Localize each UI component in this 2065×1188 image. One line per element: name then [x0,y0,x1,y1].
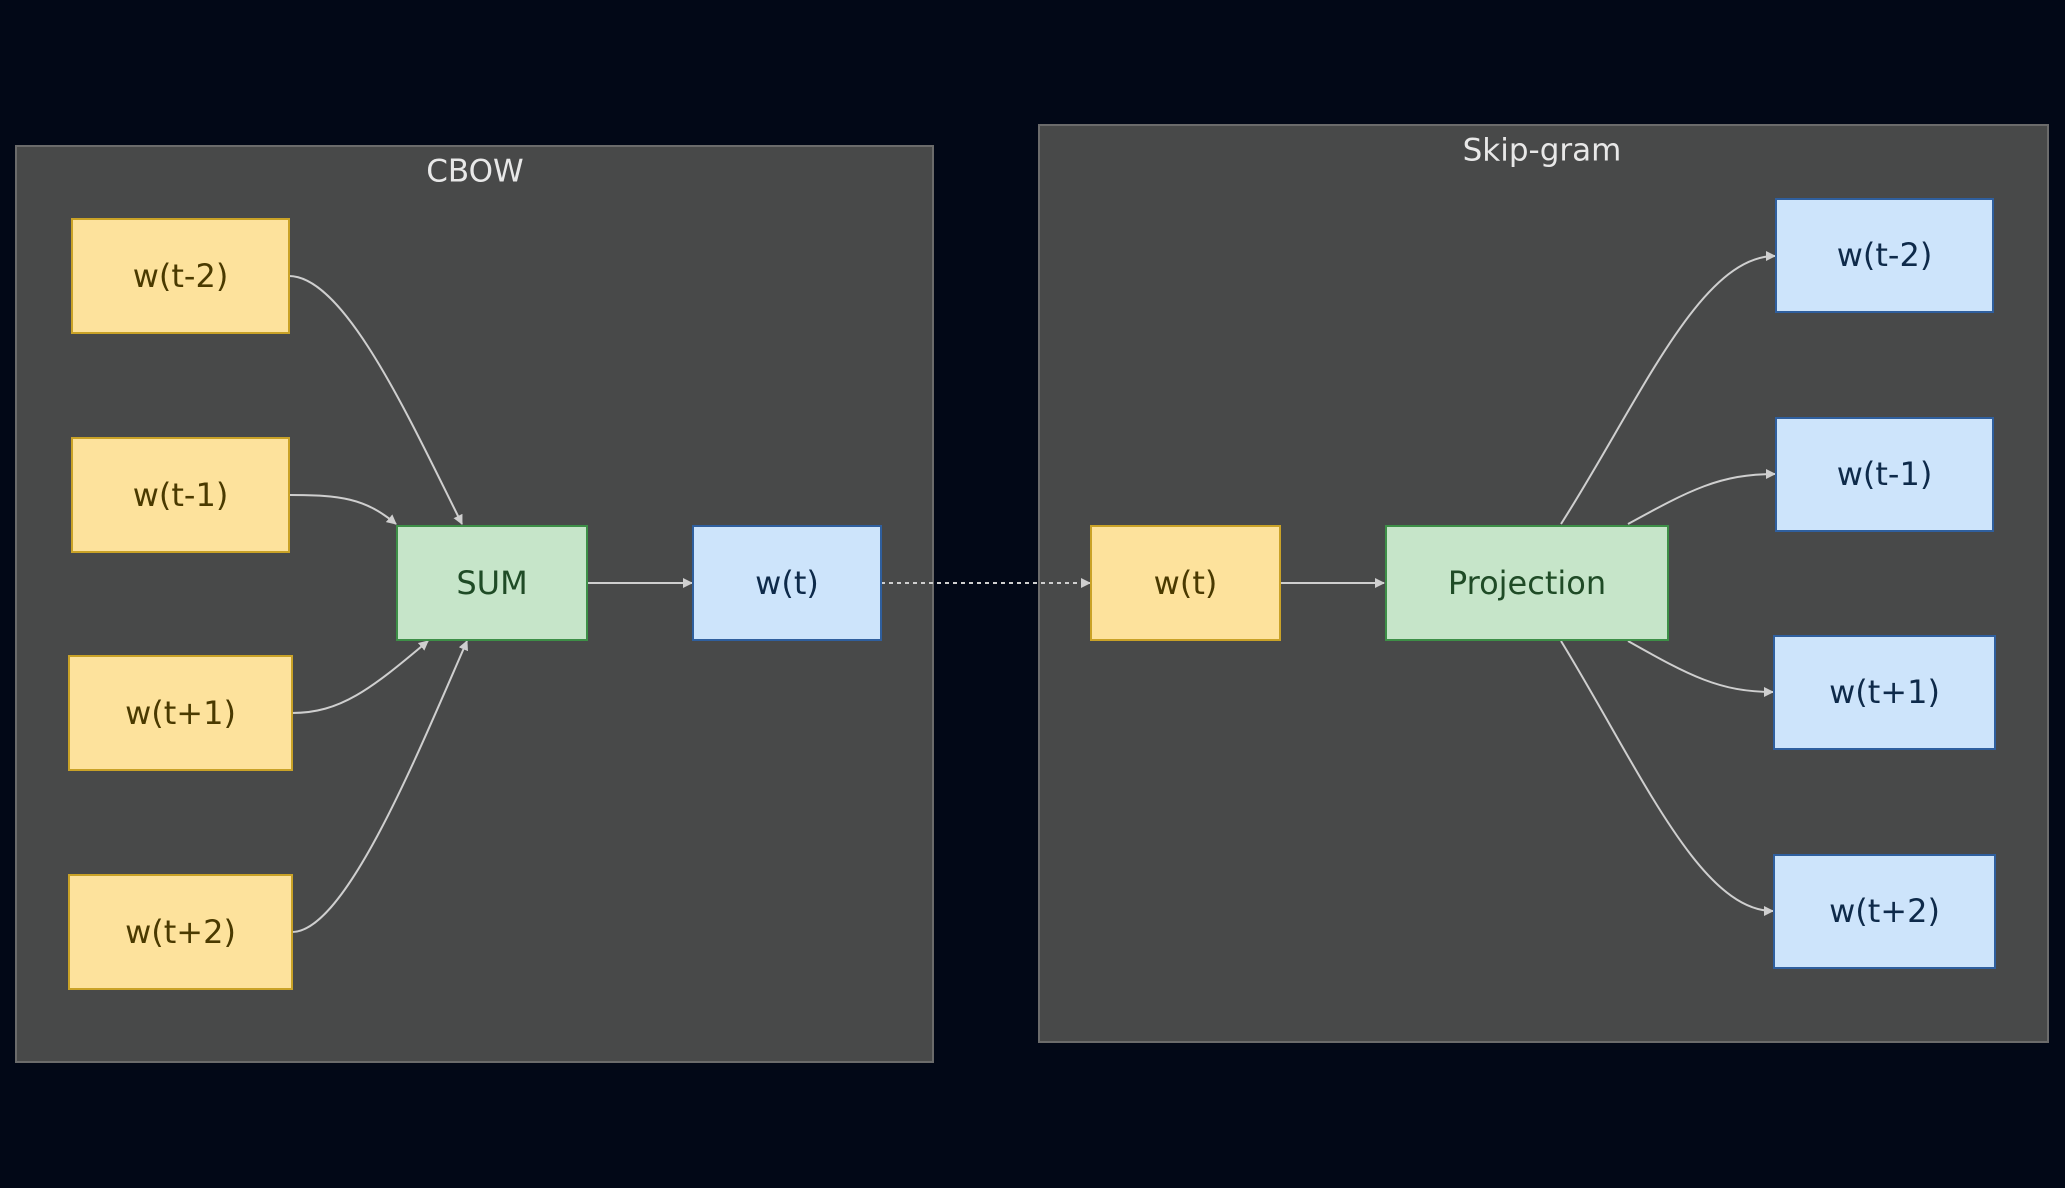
svg-text:w(t): w(t) [755,564,819,602]
svg-text:w(t-2): w(t-2) [133,257,229,295]
svg-text:SUM: SUM [456,564,527,602]
svg-text:w(t+1): w(t+1) [125,694,236,732]
svg-text:w(t+2): w(t+2) [1829,892,1940,930]
edge-skipgram-proj-to-tp1 [1627,640,1774,697]
node-cbow-w-t-minus-2: w(t-2) [71,218,290,334]
svg-text:w(t-1): w(t-1) [1837,455,1933,493]
node-skipgram-w-t: w(t) [1090,525,1281,641]
node-cbow-w-t-plus-1: w(t+1) [68,655,293,771]
node-skipgram-w-t-minus-2: w(t-2) [1775,198,1994,313]
edge-cbow-tm2-to-sum [288,275,463,525]
node-skipgram-projection: Projection [1385,525,1669,641]
svg-text:w(t+2): w(t+2) [125,913,236,951]
edge-skipgram-proj-to-tm2 [1560,251,1776,525]
node-skipgram-w-t-plus-2: w(t+2) [1773,854,1996,969]
node-cbow-w-t: w(t) [692,525,882,641]
svg-text:w(t+1): w(t+1) [1829,673,1940,711]
node-cbow-w-t-plus-2: w(t+2) [68,874,293,990]
svg-text:w(t-2): w(t-2) [1837,236,1933,274]
edge-skipgram-proj-to-tm1 [1627,469,1776,525]
svg-text:w(t): w(t) [1154,564,1218,602]
node-skipgram-w-t-plus-1: w(t+1) [1773,635,1996,750]
edge-cbow-tp1-to-sum [291,640,429,714]
cluster-skipgram-title: Skip-gram [1463,133,1622,169]
cluster-cbow-title: CBOW [426,154,523,190]
edges [288,251,1776,933]
svg-text:w(t-1): w(t-1) [133,476,229,514]
edge-cbow-tm1-to-sum [288,494,397,525]
node-cbow-sum: SUM [396,525,588,641]
edge-cbow-tp2-to-sum [291,640,468,933]
node-skipgram-w-t-minus-1: w(t-1) [1775,417,1994,532]
node-cbow-w-t-minus-1: w(t-1) [71,437,290,553]
edge-skipgram-proj-to-tp2 [1560,640,1774,916]
svg-text:Projection: Projection [1448,564,1606,602]
